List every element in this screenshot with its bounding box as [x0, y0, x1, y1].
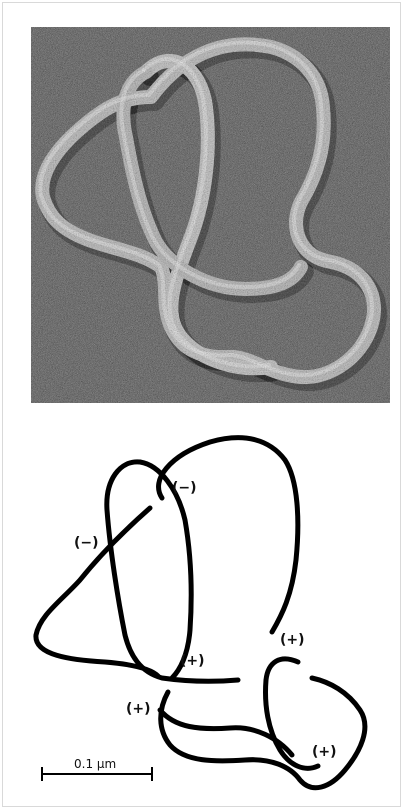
knot-diagram-svg: (−) (−) (+) (+) (+) (+) 0.1 µm [0, 410, 405, 810]
crossing-label: (+) [280, 632, 305, 648]
crossing-label: (−) [74, 535, 99, 551]
crossing-label: (+) [180, 653, 205, 669]
crossing-label: (−) [172, 480, 197, 496]
micrograph-image [31, 27, 390, 403]
electron-micrograph [31, 27, 390, 403]
scale-bar-label: 0.1 µm [74, 757, 116, 771]
strand-left-lobe [36, 508, 158, 676]
crossing-label: (+) [126, 701, 151, 717]
knot-diagram: (−) (−) (+) (+) (+) (+) 0.1 µm [0, 410, 405, 810]
strand-outer [159, 438, 298, 632]
crossing-label: (+) [312, 744, 337, 760]
